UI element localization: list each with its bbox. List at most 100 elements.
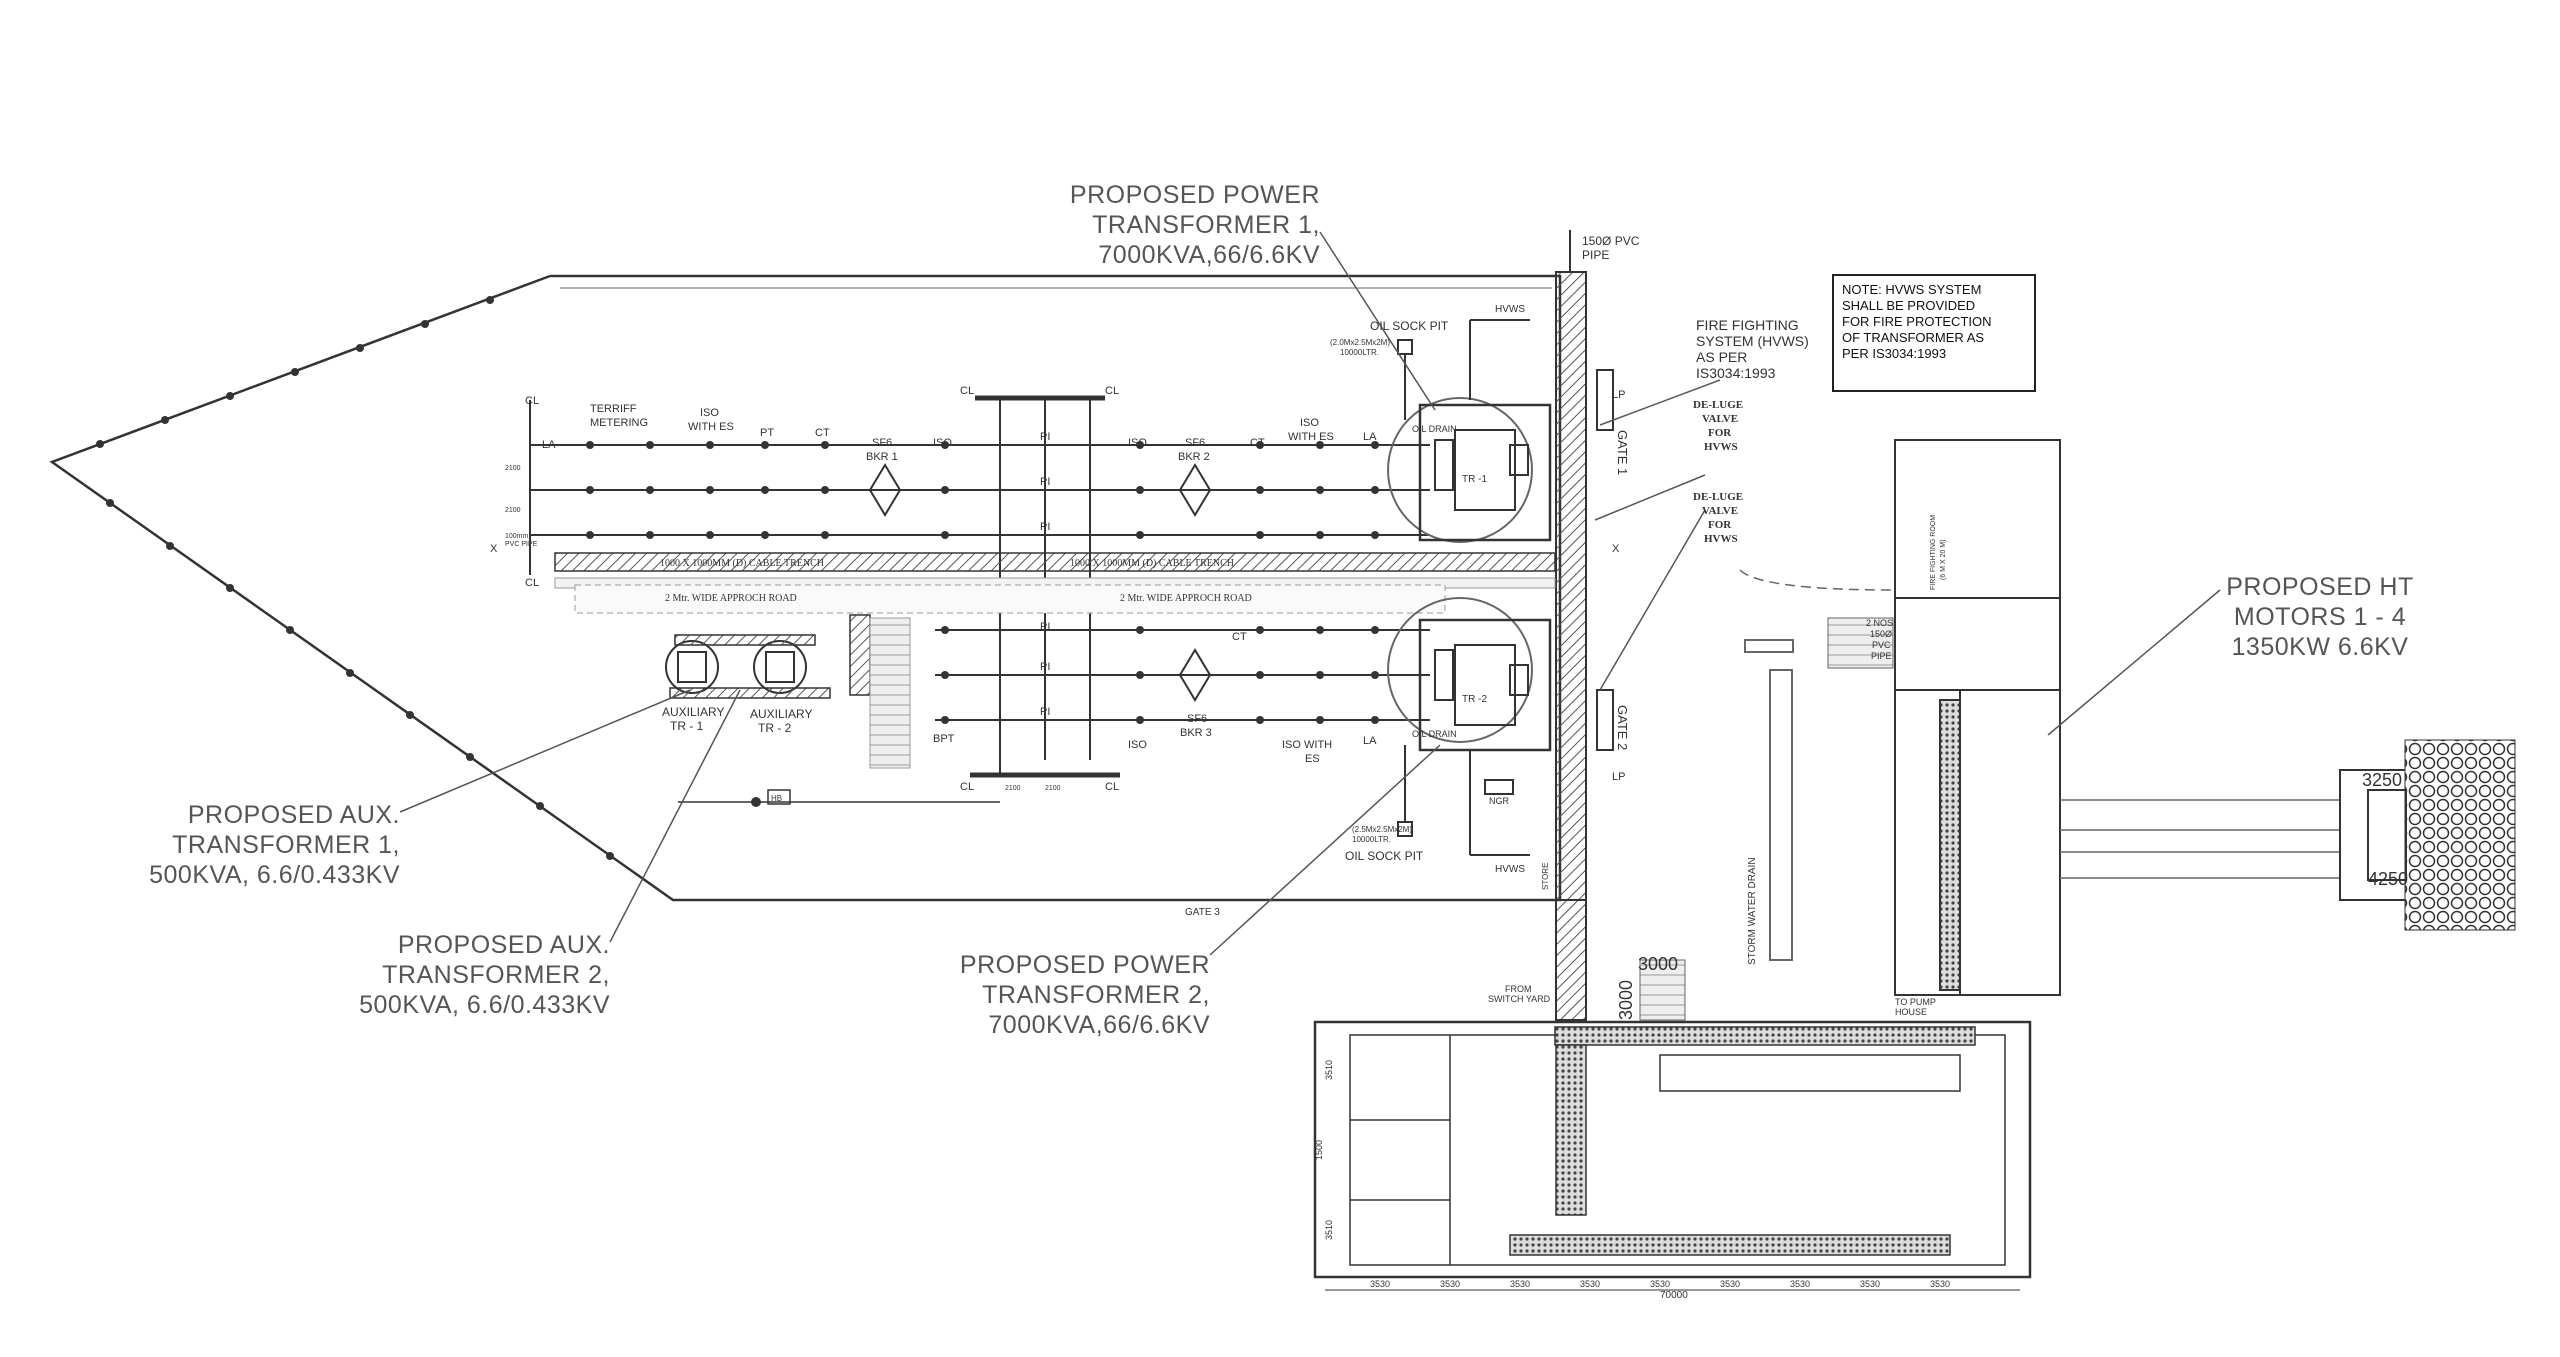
dim-2100-2: 2100 <box>505 507 521 514</box>
callout-power-tr1-line-1: PROPOSED POWER <box>1069 181 1320 209</box>
deluge1-line-3: FOR <box>1708 427 1732 439</box>
sf6-1-b: BKR 1 <box>866 451 898 463</box>
deluge1-line-1: DE-LUGE <box>1693 399 1743 411</box>
la-3-label: LA <box>1363 735 1377 747</box>
ct-1-label: CT <box>815 427 830 439</box>
deluge1-line-2: VALVE <box>1702 413 1738 425</box>
dim-3530-1: 3530 <box>1370 1279 1390 1289</box>
note-line-1: NOTE: HVWS SYSTEM <box>1842 282 1982 297</box>
cl-top-mid-2: CL <box>1105 385 1119 397</box>
iso-2-label: ISO <box>1128 437 1147 449</box>
iso-es-2-a: ISO <box>1300 417 1319 429</box>
ct-3-label: CT <box>1232 631 1247 643</box>
upper-bus-nodes <box>586 441 1379 539</box>
callout-aux-tr1-line-1: PROPOSED AUX. <box>187 801 400 829</box>
two-pvc-3: PVC <box>1872 640 1891 650</box>
dim-3530-3: 3530 <box>1510 1279 1530 1289</box>
east-boundary-wall <box>1555 271 1587 901</box>
dim-3510-2: 3510 <box>1324 1220 1334 1240</box>
callout-aux-tr2-line-2: TRANSFORMER 2, <box>382 961 610 989</box>
dim-3000-h: 3000 <box>1638 954 1678 974</box>
note-line-3: FOR FIRE PROTECTION <box>1842 314 1992 329</box>
sf6-3-b: BKR 3 <box>1180 727 1212 739</box>
callout-power-tr1-line-3: 7000KVA,66/6.6KV <box>1098 241 1320 269</box>
callout-aux-tr2-line-3: 500KVA, 6.6/0.433KV <box>359 991 610 1019</box>
pt-label: PT <box>760 427 774 439</box>
deluge2-line-4: HVWS <box>1704 533 1738 545</box>
sf6-1-a: SF6 <box>872 437 892 449</box>
terrif-metering-1: TERRIFF <box>590 403 637 415</box>
cl-bottom-mid-2: CL <box>1105 781 1119 793</box>
sf6-3-a: SF6 <box>1187 713 1207 725</box>
dim-2100-3: 2100 <box>1005 785 1021 792</box>
dim-4250: 4250 <box>2368 869 2408 889</box>
from-switch-yard-1: FROM <box>1505 984 1532 994</box>
equipment-labels: 150Ø PVC PIPE FIRE FIGHTING SYSTEM (HVWS… <box>490 234 2408 1301</box>
auxiliary-transformers <box>665 634 831 699</box>
oil-sock-pits <box>1397 319 1530 856</box>
iso-3-label: ISO <box>1128 739 1147 751</box>
sf6-2-a: SF6 <box>1185 437 1205 449</box>
two-pvc-1: 2 NOS. <box>1866 618 1896 628</box>
oil-capacity-bottom-2: 10000LTR. <box>1352 835 1391 844</box>
bpt-label: BPT <box>933 733 955 745</box>
callout-leaders <box>399 231 2221 956</box>
iso-es-2-b: WITH ES <box>1288 431 1334 443</box>
dim-2100-4: 2100 <box>1045 785 1061 792</box>
ngr-label: NGR <box>1489 796 1510 806</box>
callout-aux-transformer-2: PROPOSED AUX. TRANSFORMER 2, 500KVA, 6.6… <box>310 930 610 1020</box>
two-pvc-2: 150Ø <box>1870 629 1892 639</box>
dim-3530-6: 3530 <box>1720 1279 1740 1289</box>
callout-power-transformer-1: PROPOSED POWER TRANSFORMER 1, 7000KVA,66… <box>1040 180 1320 270</box>
pvc-pipe-label-2: PIPE <box>1582 248 1609 262</box>
callout-aux-tr1-line-2: TRANSFORMER 1, <box>172 831 400 859</box>
note-line-2: SHALL BE PROVIDED <box>1842 298 1976 313</box>
road-label-2: 2 Mtr. WIDE APPROCH ROAD <box>1120 593 1252 604</box>
dim-3530-5: 3530 <box>1650 1279 1670 1289</box>
pvc-pipe-small-2: PVC PIPE <box>505 541 538 548</box>
iso-es-1-a: ISO <box>700 407 719 419</box>
power-transformer-2 <box>1387 597 1552 752</box>
tr2-label: TR -2 <box>1462 694 1487 705</box>
terrif-metering-2: METERING <box>590 417 648 429</box>
pi-4-label: PI <box>1040 621 1050 633</box>
fire-fighting-room <box>1894 439 2061 996</box>
aux-tr1-label-1: AUXILIARY <box>662 705 724 719</box>
dim-70000: 70000 <box>1660 1290 1688 1301</box>
cl-top-mid-1: CL <box>960 385 974 397</box>
deluge1-line-4: HVWS <box>1704 441 1738 453</box>
pi-1-label: PI <box>1040 431 1050 443</box>
to-pump-house-2: HOUSE <box>1895 1007 1927 1017</box>
la-1-label: LA <box>1363 431 1377 443</box>
oil-sock-pit-bottom: OIL SOCK PIT <box>1345 849 1424 863</box>
pi-6-label: PI <box>1040 706 1050 718</box>
gate2-label: GATE 2 <box>1615 705 1630 750</box>
hvws-note-box: NOTE: HVWS SYSTEM SHALL BE PROVIDED FOR … <box>1832 274 2036 392</box>
oil-capacity-bottom-1: (2.5Mx2.5Mx2M) <box>1352 825 1412 834</box>
store-label: STORE <box>1541 863 1550 890</box>
callout-power-transformer-2: PROPOSED POWER TRANSFORMER 2, 7000KVA,66… <box>920 950 1210 1040</box>
callout-power-tr1-line-2: TRANSFORMER 1, <box>1092 211 1320 239</box>
fire-fighting-line-1: FIRE FIGHTING <box>1696 317 1799 333</box>
aux-tr2-label-2: TR - 2 <box>758 721 792 735</box>
note-line-4: OF TRANSFORMER AS <box>1842 330 1985 345</box>
switchyard-boundary <box>49 274 1562 902</box>
from-switch-yard-2: SWITCH YARD <box>1488 994 1551 1004</box>
dim-3530-2: 3530 <box>1440 1279 1460 1289</box>
dim-1500: 1500 <box>1314 1140 1324 1160</box>
to-pump-house-1: TO PUMP <box>1895 997 1936 1007</box>
x-left: X <box>490 543 498 555</box>
dim-3530-7: 3530 <box>1790 1279 1810 1289</box>
cable-trench-label-1: 1000 X 1000MM (D) CABLE TRENCH <box>660 558 824 569</box>
iso-es-3-b: ES <box>1305 753 1320 765</box>
lower-bus-bays <box>935 629 1430 778</box>
cl-top-left: CL <box>525 395 539 407</box>
la-2-label: LA <box>542 439 556 451</box>
callout-power-tr2-line-1: PROPOSED POWER <box>959 951 1210 979</box>
dim-3530-4: 3530 <box>1580 1279 1600 1289</box>
vertical-cable-trench <box>1555 899 1587 1021</box>
note-line-5: PER IS3034:1993 <box>1842 346 1947 361</box>
callout-ht-motors-line-3: 1350KW 6.6KV <box>2231 633 2409 661</box>
dim-3510-1: 3510 <box>1324 1060 1334 1080</box>
fire-room-label-2: (6 M X 20 M) <box>1940 540 1947 580</box>
